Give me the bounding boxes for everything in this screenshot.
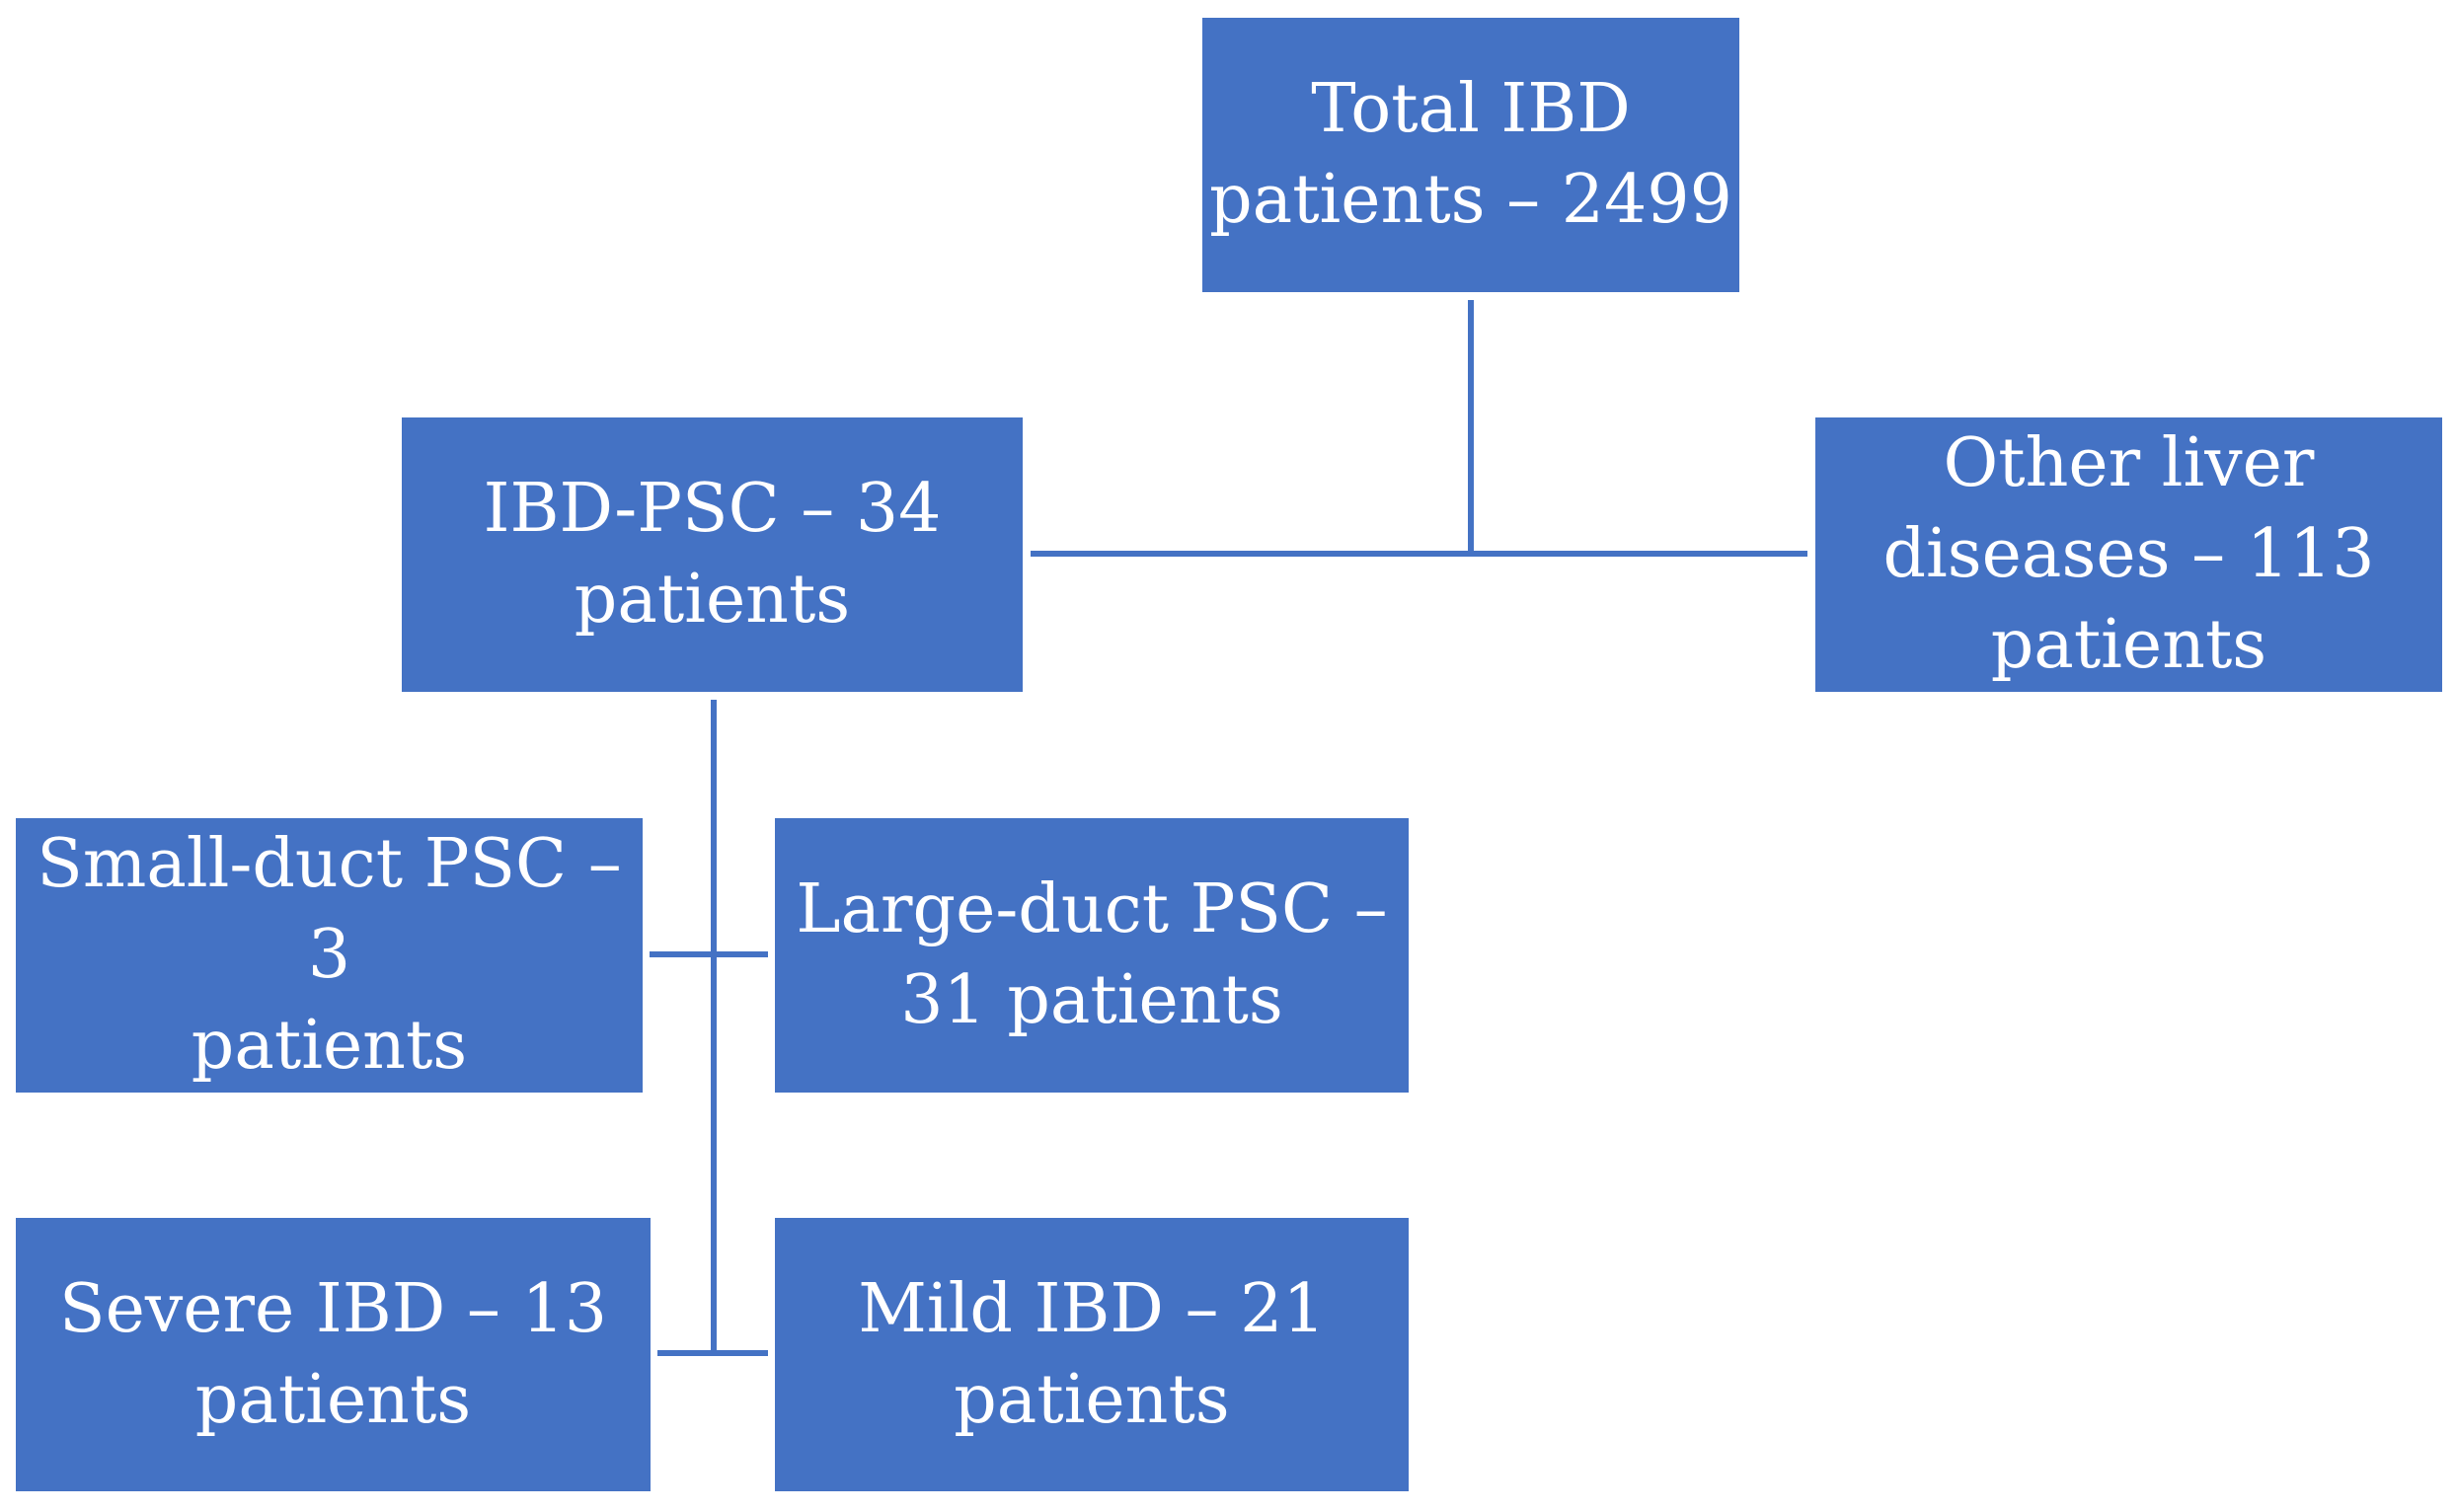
node-mild-ibd-text: Mild IBD – 21 patients bbox=[858, 1264, 1325, 1446]
node-ibd-psc: IBD-PSC – 34 patients bbox=[402, 417, 1023, 692]
node-other-liver-diseases-line2: diseases – 113 bbox=[1882, 515, 2375, 593]
node-severe-ibd-text: Severe IBD – 13 patients bbox=[59, 1264, 607, 1446]
node-other-liver-diseases-text: Other liver diseases – 113 patients bbox=[1882, 418, 2374, 691]
node-mild-ibd: Mild IBD – 21 patients bbox=[775, 1218, 1409, 1491]
node-severe-ibd-line1: Severe IBD – 13 bbox=[59, 1269, 607, 1348]
node-small-duct-psc: Small-duct PSC – 3 patients bbox=[16, 818, 643, 1093]
connector-ibd-psc-vertical bbox=[711, 700, 717, 1356]
node-large-duct-psc-line1: Large-duct PSC – bbox=[796, 870, 1388, 948]
node-large-duct-psc-line2: 31 patients bbox=[900, 961, 1283, 1039]
node-total-ibd-line2: patients – 2499 bbox=[1209, 161, 1732, 239]
node-large-duct-psc: Large-duct PSC – 31 patients bbox=[775, 818, 1409, 1093]
node-ibd-psc-line2: patients bbox=[574, 561, 851, 639]
node-small-duct-psc-line2: patients bbox=[191, 1007, 468, 1085]
connector-level1-horizontal bbox=[1031, 551, 1807, 557]
node-ibd-psc-line1: IBD-PSC – 34 bbox=[483, 470, 942, 548]
node-mild-ibd-line1: Mild IBD – 21 bbox=[858, 1269, 1326, 1348]
node-ibd-psc-text: IBD-PSC – 34 patients bbox=[484, 464, 942, 645]
node-other-liver-diseases: Other liver diseases – 113 patients bbox=[1815, 417, 2442, 692]
node-total-ibd-text: Total IBD patients – 2499 bbox=[1209, 64, 1732, 246]
node-total-ibd-line1: Total IBD bbox=[1311, 70, 1631, 148]
connector-total-vertical bbox=[1468, 300, 1474, 557]
node-other-liver-diseases-line1: Other liver bbox=[1943, 424, 2315, 502]
connector-severity-horizontal bbox=[657, 1350, 768, 1356]
node-mild-ibd-line2: patients bbox=[954, 1360, 1230, 1439]
connector-duct-horizontal bbox=[650, 951, 768, 957]
node-small-duct-psc-text: Small-duct PSC – 3 patients bbox=[20, 819, 639, 1092]
node-other-liver-diseases-line3: patients bbox=[1990, 606, 2267, 684]
node-severe-ibd-line2: patients bbox=[194, 1360, 472, 1439]
node-total-ibd: Total IBD patients – 2499 bbox=[1202, 18, 1739, 292]
node-large-duct-psc-text: Large-duct PSC – 31 patients bbox=[796, 865, 1387, 1046]
node-severe-ibd: Severe IBD – 13 patients bbox=[16, 1218, 651, 1491]
node-small-duct-psc-line1: Small-duct PSC – 3 bbox=[37, 825, 622, 994]
